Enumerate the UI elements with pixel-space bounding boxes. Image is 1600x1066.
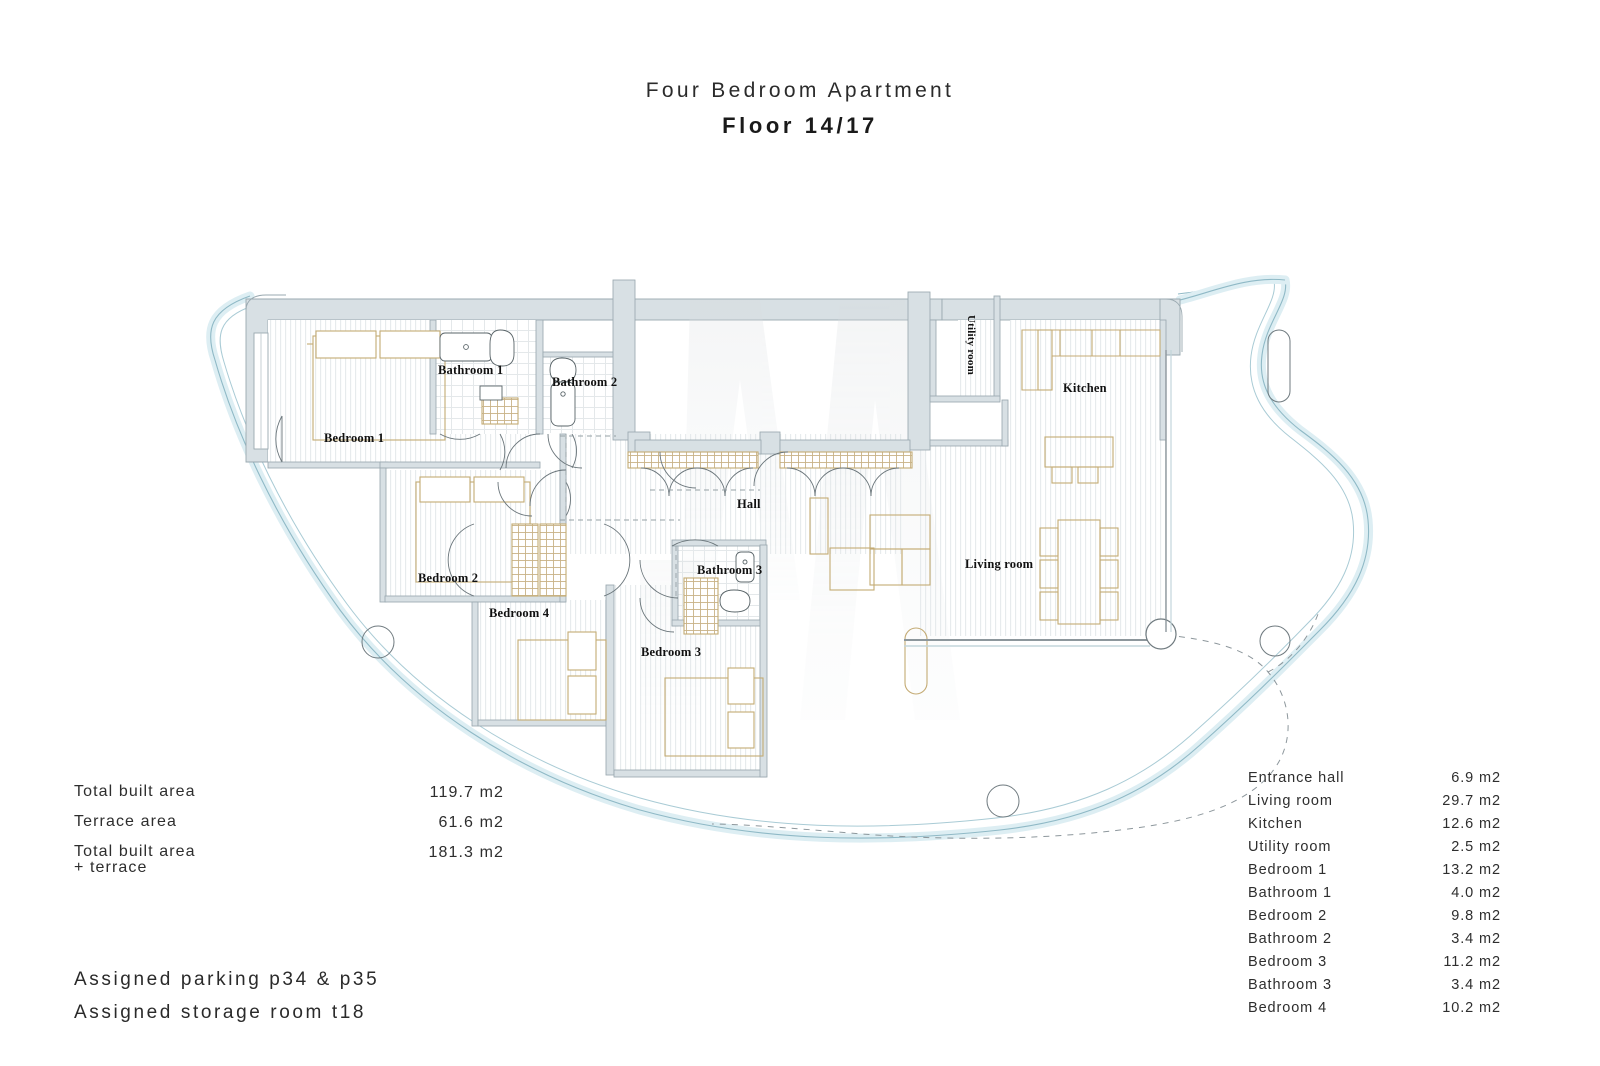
schedule-label: Bedroom 4 bbox=[1248, 1000, 1328, 1016]
terrace-outline bbox=[206, 274, 1374, 843]
area-label: Terrace area bbox=[74, 813, 178, 830]
schedule-label: Bathroom 3 bbox=[1248, 977, 1332, 993]
door-swings bbox=[275, 415, 900, 633]
schedule-row: Bedroom 3 11.2 m2 bbox=[1248, 954, 1501, 977]
plan-label-bathroom-3: Bathroom 3 bbox=[697, 563, 763, 577]
assignment-notes: Assigned parking p34 & p35 Assigned stor… bbox=[74, 963, 379, 1029]
interior-walls bbox=[267, 279, 1167, 778]
area-row: Total built area 119.7 m2 bbox=[74, 784, 504, 814]
area-value: 119.7 m2 bbox=[429, 784, 504, 801]
schedule-value: 29.7 m2 bbox=[1442, 793, 1501, 809]
area-label: Total built area bbox=[74, 783, 196, 800]
plan-label-bedroom-4: Bedroom 4 bbox=[489, 606, 550, 620]
schedule-label: Bedroom 3 bbox=[1248, 954, 1328, 970]
page-subtitle: Floor 14/17 bbox=[722, 113, 878, 139]
room-schedule-table: Entrance hall 6.9 m2 Living room 29.7 m2… bbox=[1248, 770, 1501, 1023]
note-parking: Assigned parking p34 & p35 bbox=[74, 969, 380, 990]
plan-label-bathroom-2: Bathroom 2 bbox=[552, 375, 618, 389]
schedule-value: 9.8 m2 bbox=[1451, 908, 1501, 924]
schedule-row: Bathroom 1 4.0 m2 bbox=[1248, 885, 1501, 908]
page-title: Four Bedroom Apartment bbox=[645, 79, 955, 102]
schedule-row: Bedroom 2 9.8 m2 bbox=[1248, 908, 1501, 931]
terrace-dashed-boundary bbox=[711, 613, 1319, 839]
area-value: 61.6 m2 bbox=[438, 814, 504, 831]
schedule-row: Bedroom 4 10.2 m2 bbox=[1248, 1000, 1501, 1023]
terrace-rail bbox=[904, 350, 1177, 650]
schedule-row: Kitchen 12.6 m2 bbox=[1248, 816, 1501, 839]
schedule-value: 2.5 m2 bbox=[1451, 839, 1501, 855]
note-storage: Assigned storage room t18 bbox=[74, 1002, 367, 1023]
area-row: Total built area + terrace 181.3 m2 bbox=[74, 844, 504, 888]
schedule-value: 3.4 m2 bbox=[1451, 977, 1501, 993]
schedule-value: 6.9 m2 bbox=[1451, 770, 1501, 786]
plan-label-hall: Hall bbox=[737, 497, 761, 511]
schedule-value: 13.2 m2 bbox=[1442, 862, 1501, 878]
schedule-label: Entrance hall bbox=[1248, 770, 1345, 786]
plan-label-bathroom-1: Bathroom 1 bbox=[438, 363, 504, 377]
plan-label-kitchen: Kitchen bbox=[1063, 381, 1107, 395]
schedule-label: Kitchen bbox=[1248, 816, 1303, 832]
schedule-row: Living room 29.7 m2 bbox=[1248, 793, 1501, 816]
furniture bbox=[307, 329, 1161, 757]
schedule-value: 4.0 m2 bbox=[1451, 885, 1501, 901]
schedule-label: Bedroom 1 bbox=[1248, 862, 1328, 878]
area-row: Terrace area 61.6 m2 bbox=[74, 814, 504, 844]
area-value: 181.3 m2 bbox=[428, 844, 504, 861]
floor-finishes bbox=[268, 320, 1166, 775]
plan-label-bedroom-2: Bedroom 2 bbox=[418, 571, 479, 585]
schedule-label: Bathroom 2 bbox=[1248, 931, 1332, 947]
plan-label-bedroom-1: Bedroom 1 bbox=[324, 431, 385, 445]
schedule-row: Utility room 2.5 m2 bbox=[1248, 839, 1501, 862]
schedule-label: Bedroom 2 bbox=[1248, 908, 1328, 924]
terrace-features bbox=[361, 329, 1291, 818]
title-block: Four Bedroom Apartment Floor 14/17 bbox=[0, 78, 1600, 139]
window-bedroom1 bbox=[253, 332, 269, 450]
schedule-value: 11.2 m2 bbox=[1443, 954, 1501, 970]
schedule-row: Entrance hall 6.9 m2 bbox=[1248, 770, 1501, 793]
area-label: Total built area + terrace bbox=[74, 843, 196, 876]
watermark bbox=[640, 300, 960, 730]
building-shell bbox=[245, 294, 1183, 463]
plan-label-living-room: Living room bbox=[965, 557, 1034, 571]
schedule-row: Bathroom 3 3.4 m2 bbox=[1248, 977, 1501, 1000]
schedule-label: Bathroom 1 bbox=[1248, 885, 1332, 901]
schedule-value: 12.6 m2 bbox=[1442, 816, 1501, 832]
schedule-value: 10.2 m2 bbox=[1442, 1000, 1501, 1016]
schedule-row: Bedroom 1 13.2 m2 bbox=[1248, 862, 1501, 885]
schedule-row: Bathroom 2 3.4 m2 bbox=[1248, 931, 1501, 954]
schedule-label: Living room bbox=[1248, 793, 1333, 809]
schedule-label: Utility room bbox=[1248, 839, 1332, 855]
schedule-value: 3.4 m2 bbox=[1451, 931, 1501, 947]
plan-label-utility-room: Utility room bbox=[965, 315, 977, 375]
plan-label-bedroom-3: Bedroom 3 bbox=[641, 645, 702, 659]
area-summary-table: Total built area 119.7 m2 Terrace area 6… bbox=[74, 784, 504, 888]
